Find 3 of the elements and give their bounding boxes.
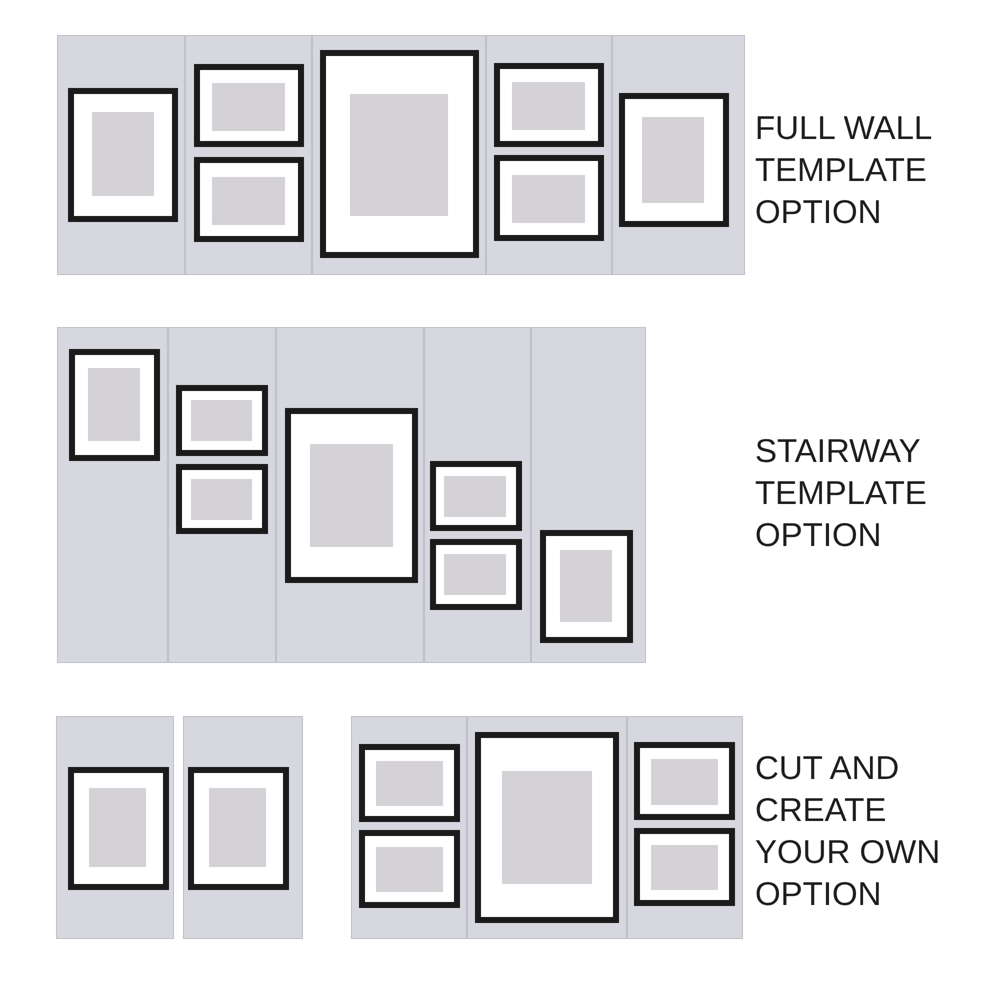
- template-title: CUT AND CREATE YOUR OWN OPTION: [755, 748, 942, 914]
- template-title: FULL WALL TEMPLATE OPTION: [755, 108, 932, 232]
- template-title: STAIRWAY TEMPLATE OPTION: [755, 431, 928, 555]
